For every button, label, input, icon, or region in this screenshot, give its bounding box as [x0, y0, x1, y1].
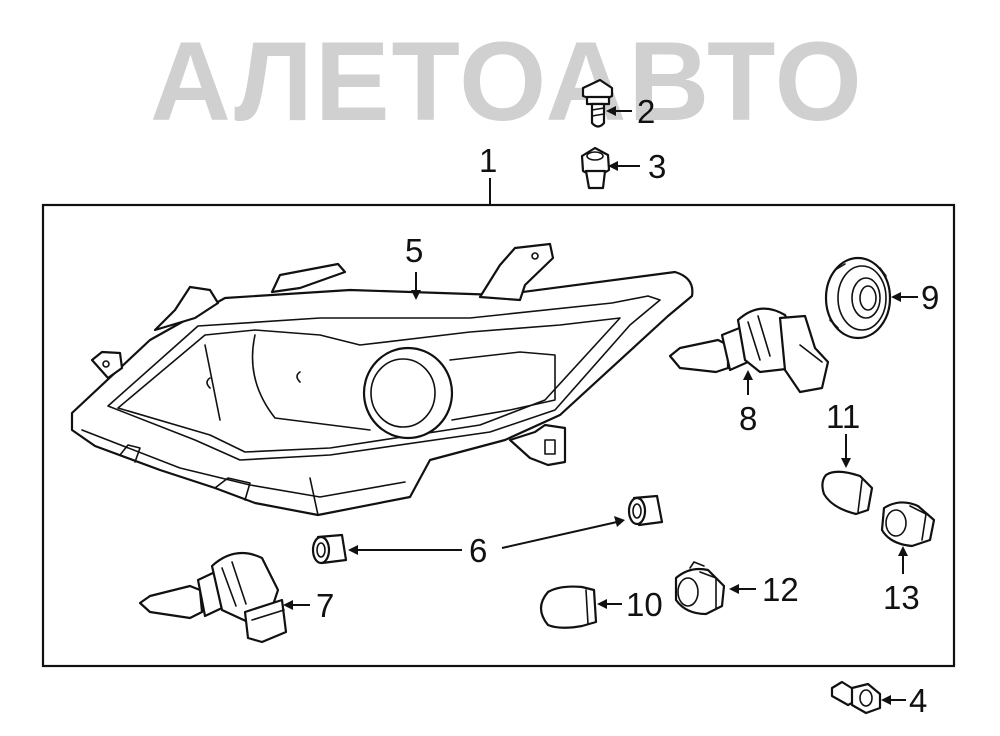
- part-6-grommet-right-icon: [627, 494, 664, 527]
- callout-3: 3: [648, 148, 666, 185]
- callout-12: 12: [762, 571, 799, 608]
- callout-7-arrow: [283, 600, 293, 610]
- watermark-text: АЛЕТОАВТО: [150, 19, 864, 144]
- callout-9: 9: [921, 279, 939, 316]
- callout-8: 8: [739, 400, 757, 437]
- callout-5: 5: [405, 232, 423, 269]
- callout-8-arrow: [743, 370, 753, 380]
- part-6-grommet-left-icon: [311, 533, 348, 565]
- callout-2: 2: [637, 93, 655, 130]
- callout-6-arrow-right: [614, 516, 625, 527]
- callout-10: 10: [626, 586, 663, 623]
- callout-4: 4: [909, 682, 927, 719]
- part-10-bulb-icon: [539, 585, 598, 629]
- part-12-socket-icon: [674, 561, 726, 616]
- callout-11-arrow: [841, 458, 851, 468]
- part-5-headlamp-icon: [70, 242, 694, 517]
- part-8-bulb-icon: [668, 307, 830, 394]
- part-13-socket-icon: [880, 501, 936, 548]
- callout-1: 1: [479, 142, 497, 179]
- callout-4-arrow: [881, 695, 891, 705]
- callout-7: 7: [316, 587, 334, 624]
- callout-5-arrow: [411, 290, 421, 300]
- part-2-bolt-icon: [581, 78, 614, 128]
- part-3-nut-icon: [580, 146, 611, 190]
- callout-9-arrow: [891, 292, 901, 302]
- part-9-cover-icon: [824, 256, 892, 340]
- callout-6-arrow-left: [348, 545, 358, 555]
- callout-2-arrow: [606, 106, 616, 116]
- callout-12-arrow: [729, 584, 739, 594]
- callout-6: 6: [469, 532, 487, 569]
- callout-6-leader-right: [501, 521, 618, 549]
- callout-10-arrow: [597, 599, 607, 609]
- watermark-logo: АЛЕТОАВТО: [150, 19, 864, 144]
- callout-13: 13: [883, 579, 920, 616]
- callout-13-arrow: [898, 546, 908, 556]
- part-7-bulb-icon: [138, 551, 288, 644]
- callout-11: 11: [826, 398, 860, 435]
- part-11-bulb-icon: [821, 470, 874, 516]
- part-4-bolt-icon: [830, 680, 882, 715]
- assembly-frame: [41, 203, 956, 668]
- callout-3-arrow: [608, 161, 618, 171]
